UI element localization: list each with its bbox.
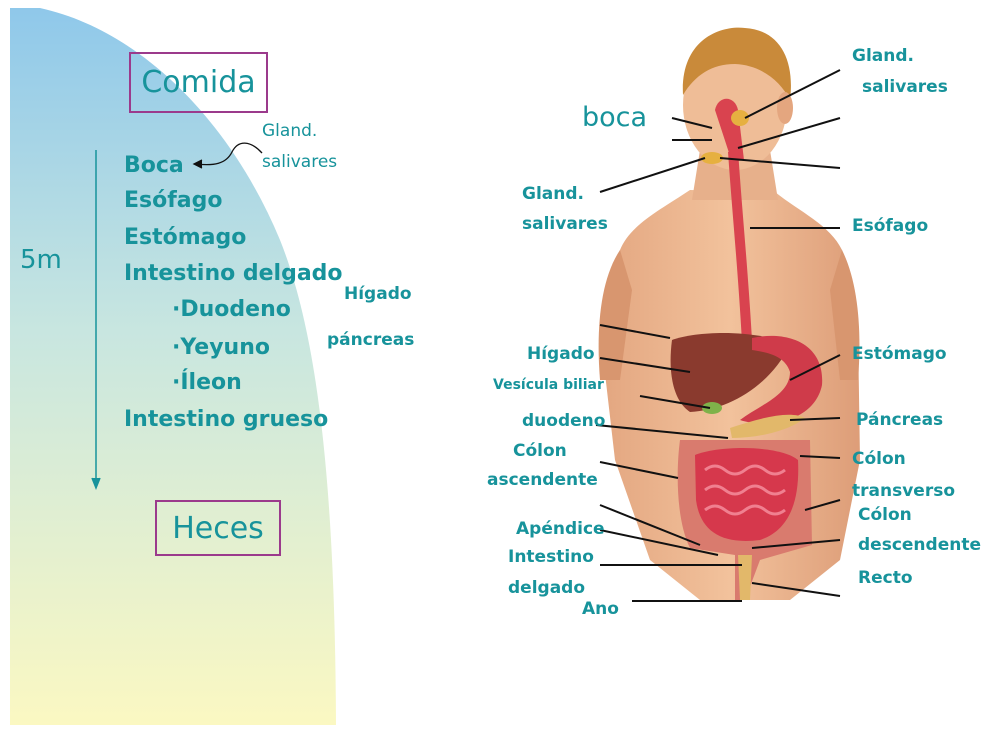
heces-label: Heces xyxy=(157,502,279,554)
annex-higado: Hígado xyxy=(344,286,412,303)
label-vesicula: Vesícula biliar xyxy=(493,378,604,392)
label-pancreas: Páncreas xyxy=(856,412,943,429)
list-intestino-grueso: Intestino grueso xyxy=(124,409,328,431)
label-ano: Ano xyxy=(582,601,619,618)
label-apendice: Apéndice xyxy=(516,521,605,538)
label-boca: boca xyxy=(582,104,647,131)
heces-box: Heces xyxy=(155,500,281,556)
label-colon-trans-1: Cólon xyxy=(852,451,906,468)
length-label: 5m xyxy=(20,247,62,273)
annex-pancreas: páncreas xyxy=(327,332,414,349)
label-intestino-delgado-1: Intestino xyxy=(508,549,594,566)
list-boca: Boca xyxy=(124,155,184,177)
label-colon-desc-2: descendente xyxy=(858,537,981,554)
list-duodeno: ·Duodeno xyxy=(172,299,291,321)
gland-note-line2: salivares xyxy=(262,154,337,171)
label-recto: Recto xyxy=(858,570,913,587)
label-colon-asc-1: Cólon xyxy=(513,443,567,460)
label-gland-top-2: salivares xyxy=(862,79,948,96)
comida-box: Comida xyxy=(129,52,268,113)
label-intestino-delgado-2: delgado xyxy=(508,580,585,597)
label-colon-trans-2: transverso xyxy=(852,483,955,500)
label-gland-left-1: Gland. xyxy=(522,186,584,203)
gland-note-line1: Gland. xyxy=(262,123,317,140)
label-higado: Hígado xyxy=(527,346,595,363)
comida-label: Comida xyxy=(131,54,266,111)
list-intestino-delgado: Intestino delgado xyxy=(124,263,343,285)
label-colon-desc-1: Cólon xyxy=(858,507,912,524)
list-ileon: ·Íleon xyxy=(172,372,242,394)
list-estomago: Estómago xyxy=(124,227,246,249)
list-yeyuno: ·Yeyuno xyxy=(172,337,270,359)
label-duodeno: duodeno xyxy=(522,413,605,430)
label-esofago: Esófago xyxy=(852,218,928,235)
label-estomago: Estómago xyxy=(852,346,947,363)
label-gland-left-2: salivares xyxy=(522,216,608,233)
label-colon-asc-2: ascendente xyxy=(487,472,598,489)
label-gland-top-1: Gland. xyxy=(852,48,914,65)
list-esofago: Esófago xyxy=(124,190,223,212)
